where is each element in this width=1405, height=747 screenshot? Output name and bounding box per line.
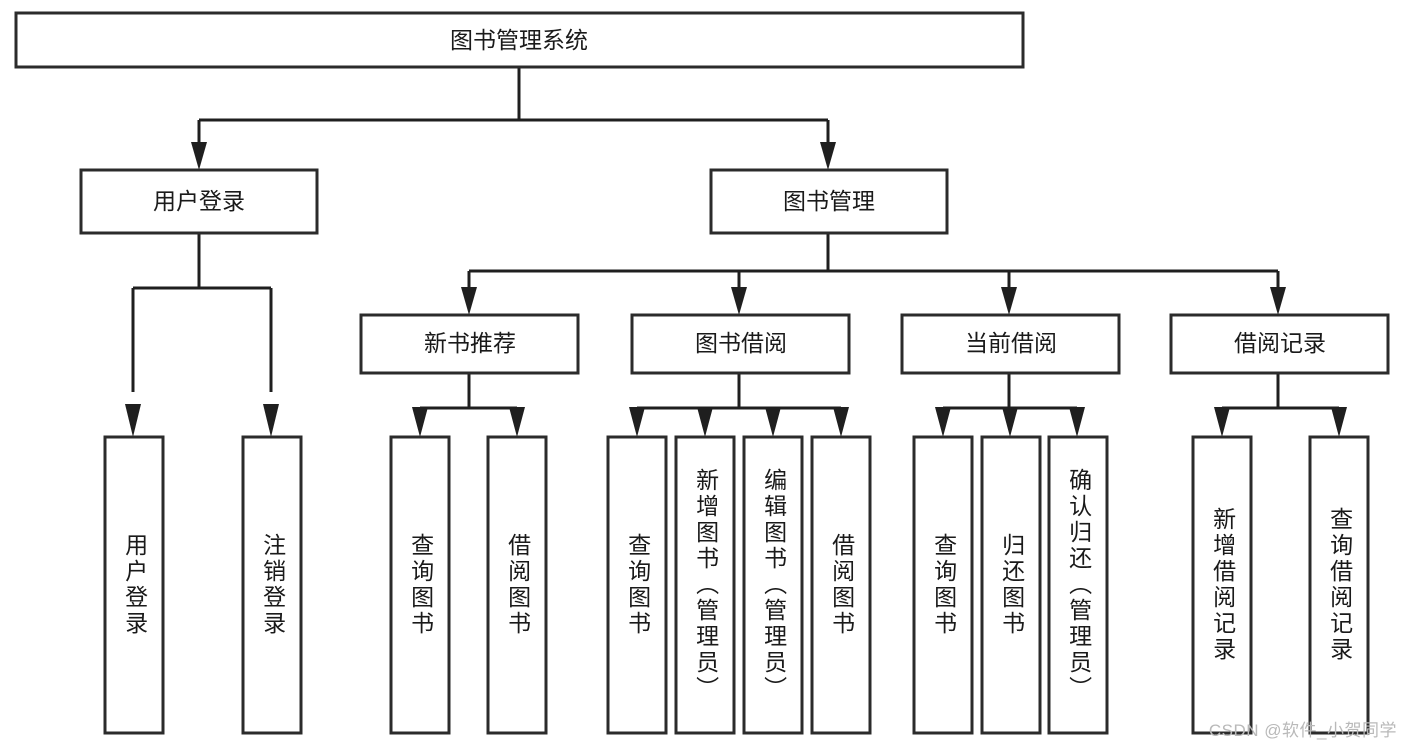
leaf-currentborrow-confirm-return[interactable]: 确认归还（管理员） xyxy=(1047,435,1109,735)
node-borrow-record-label: 借阅记录 xyxy=(1234,330,1326,356)
leaf-currentborrow-query-book[interactable]: 查询图书 xyxy=(912,435,974,735)
leaf-currentborrow-return-book-textwrap: 归还图书 xyxy=(998,533,1025,637)
leaf-borrowrecord-add-record[interactable]: 新增借阅记录 xyxy=(1191,435,1253,735)
connector-group xyxy=(125,67,1347,437)
leaf-bookborrow-borrow-book-textwrap: 借阅图书 xyxy=(828,533,855,637)
leaf-bookborrow-query-book-label: 查询图书 xyxy=(624,533,651,637)
arrowhead-bookborrow xyxy=(731,287,747,315)
leaf-bookborrow-edit-book-label: 编辑图书（管理员） xyxy=(760,468,787,702)
node-user-login-label: 用户登录 xyxy=(153,188,245,214)
leaf-logout[interactable]: 注销登录 xyxy=(241,435,303,735)
leaf-currentborrow-query-book-textwrap: 查询图书 xyxy=(930,533,957,637)
node-new-book-recommend[interactable]: 新书推荐 xyxy=(359,313,580,375)
arrowhead-logout-leaf xyxy=(263,404,279,437)
leaf-borrowrecord-query-record[interactable]: 查询借阅记录 xyxy=(1308,435,1370,735)
leaf-currentborrow-confirm-return-textwrap: 确认归还（管理员） xyxy=(1065,468,1092,702)
node-current-borrow[interactable]: 当前借阅 xyxy=(900,313,1121,375)
leaf-newbook-borrow-book[interactable]: 借阅图书 xyxy=(486,435,548,735)
arrowhead-newbook xyxy=(461,287,477,315)
arrowhead-borrowrecord xyxy=(1270,287,1286,315)
leaf-newbook-borrow-book-textwrap: 借阅图书 xyxy=(504,533,531,637)
leaf-user-login[interactable]: 用户登录 xyxy=(103,435,165,735)
leaf-newbook-query-book-textwrap: 查询图书 xyxy=(407,533,434,637)
arrowhead-borrowrecord-leaf-1 xyxy=(1214,407,1230,437)
node-user-login-box[interactable] xyxy=(79,168,319,235)
leaf-newbook-query-book[interactable]: 查询图书 xyxy=(389,435,451,735)
leaf-user-login-label: 用户登录 xyxy=(121,533,148,637)
arrowhead-userlogin xyxy=(191,142,207,170)
arrowhead-user-login-leaf xyxy=(125,404,141,437)
leaf-currentborrow-query-book-box[interactable] xyxy=(912,435,974,735)
leaf-currentborrow-confirm-return-box[interactable] xyxy=(1047,435,1109,735)
leaf-bookborrow-edit-book-box[interactable] xyxy=(742,435,804,735)
arrowhead-newbook-leaf-2 xyxy=(509,407,525,437)
leaf-currentborrow-return-book[interactable]: 归还图书 xyxy=(980,435,1042,735)
arrowhead-bookmgmt xyxy=(820,142,836,170)
leaf-currentborrow-query-book-label: 查询图书 xyxy=(930,533,957,637)
arrowhead-bookborrow-leaf-3 xyxy=(765,407,781,437)
leaf-bookborrow-borrow-book-label: 借阅图书 xyxy=(828,533,855,637)
node-book-management[interactable]: 图书管理 xyxy=(709,168,949,235)
arrowhead-borrowrecord-leaf-2 xyxy=(1331,407,1347,437)
node-book-borrow-label: 图书借阅 xyxy=(695,330,787,356)
arrowhead-bookborrow-leaf-2 xyxy=(697,407,713,437)
node-book-borrow[interactable]: 图书借阅 xyxy=(630,313,851,375)
leaf-bookborrow-query-book[interactable]: 查询图书 xyxy=(606,435,668,735)
leaf-bookborrow-query-book-textwrap: 查询图书 xyxy=(624,533,651,637)
leaf-bookborrow-add-book-box[interactable] xyxy=(674,435,736,735)
node-user-login[interactable]: 用户登录 xyxy=(79,168,319,235)
node-borrow-record[interactable]: 借阅记录 xyxy=(1169,313,1390,375)
leaf-currentborrow-confirm-return-label: 确认归还（管理员） xyxy=(1065,468,1092,702)
leaf-borrowrecord-add-record-label: 新增借阅记录 xyxy=(1209,507,1236,663)
leaf-borrowrecord-query-record-textwrap: 查询借阅记录 xyxy=(1326,507,1353,663)
leaf-bookborrow-add-book-textwrap: 新增图书（管理员） xyxy=(692,468,719,702)
arrowhead-newbook-leaf-1 xyxy=(412,407,428,437)
leaf-bookborrow-edit-book-textwrap: 编辑图书（管理员） xyxy=(760,468,787,702)
arrowhead-currentborrow xyxy=(1001,287,1017,315)
leaf-bookborrow-add-book[interactable]: 新增图书（管理员） xyxy=(674,435,736,735)
leaf-bookborrow-borrow-book[interactable]: 借阅图书 xyxy=(810,435,872,735)
node-root[interactable]: 图书管理系统 xyxy=(14,11,1025,69)
leaf-newbook-borrow-book-box[interactable] xyxy=(486,435,548,735)
leaf-bookborrow-query-book-box[interactable] xyxy=(606,435,668,735)
node-root-box[interactable] xyxy=(14,11,1025,69)
arrowhead-currentborrow-leaf-2 xyxy=(1002,407,1018,437)
leaf-newbook-query-book-box[interactable] xyxy=(389,435,451,735)
arrowhead-currentborrow-leaf-3 xyxy=(1069,407,1085,437)
leaf-currentborrow-return-book-label: 归还图书 xyxy=(998,533,1025,637)
leaf-bookborrow-edit-book[interactable]: 编辑图书（管理员） xyxy=(742,435,804,735)
leaf-logout-label: 注销登录 xyxy=(259,533,286,637)
node-new-book-recommend-box[interactable] xyxy=(359,313,580,375)
leaf-borrowrecord-add-record-box[interactable] xyxy=(1191,435,1253,735)
leaf-logout-textwrap: 注销登录 xyxy=(259,533,286,637)
arrowhead-currentborrow-leaf-1 xyxy=(935,407,951,437)
node-current-borrow-box[interactable] xyxy=(900,313,1121,375)
arrowhead-bookborrow-leaf-4 xyxy=(833,407,849,437)
node-book-borrow-box[interactable] xyxy=(630,313,851,375)
arrowhead-bookborrow-leaf-1 xyxy=(629,407,645,437)
node-book-management-box[interactable] xyxy=(709,168,949,235)
leaf-newbook-query-book-label: 查询图书 xyxy=(407,533,434,637)
leaf-user-login-box[interactable] xyxy=(103,435,165,735)
leaf-bookborrow-borrow-book-box[interactable] xyxy=(810,435,872,735)
node-borrow-record-box[interactable] xyxy=(1169,313,1390,375)
node-current-borrow-label: 当前借阅 xyxy=(965,330,1057,356)
node-new-book-recommend-label: 新书推荐 xyxy=(424,330,516,356)
leaf-bookborrow-add-book-label: 新增图书（管理员） xyxy=(692,468,719,702)
leaf-borrowrecord-query-record-label: 查询借阅记录 xyxy=(1326,507,1353,663)
node-book-management-label: 图书管理 xyxy=(783,188,875,214)
leaf-currentborrow-return-book-box[interactable] xyxy=(980,435,1042,735)
leaf-user-login-textwrap: 用户登录 xyxy=(121,533,148,637)
leaf-borrowrecord-add-record-textwrap: 新增借阅记录 xyxy=(1209,507,1236,663)
leaf-borrowrecord-query-record-box[interactable] xyxy=(1308,435,1370,735)
leaf-logout-box[interactable] xyxy=(241,435,303,735)
leaf-newbook-borrow-book-label: 借阅图书 xyxy=(504,533,531,637)
node-root-label: 图书管理系统 xyxy=(450,27,588,53)
